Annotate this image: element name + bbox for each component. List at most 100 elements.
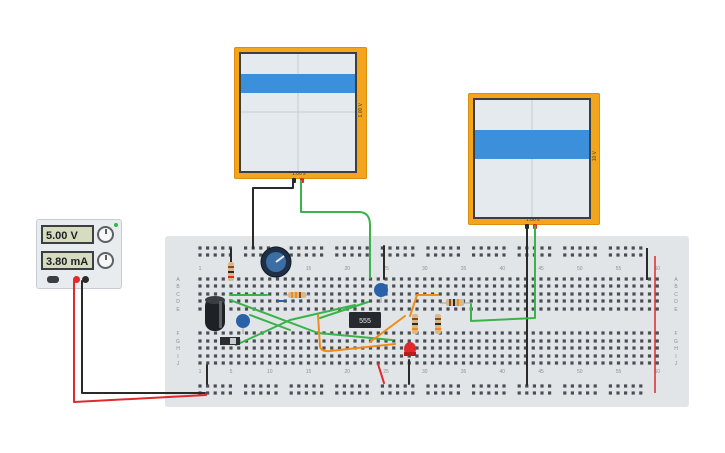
breadboard-hole[interactable] (616, 307, 621, 311)
breadboard-hole[interactable] (479, 253, 483, 257)
breadboard-hole[interactable] (198, 331, 202, 335)
breadboard-hole[interactable] (392, 361, 396, 365)
breadboard-hole[interactable] (639, 384, 643, 388)
breadboard-hole[interactable] (252, 346, 256, 350)
breadboard-hole[interactable] (485, 331, 489, 335)
breadboard-hole[interactable] (469, 284, 473, 288)
breadboard-hole[interactable] (585, 331, 590, 335)
breadboard-hole[interactable] (415, 361, 419, 365)
breadboard-hole[interactable] (380, 246, 384, 250)
breadboard-hole[interactable] (593, 384, 597, 388)
breadboard-hole[interactable] (531, 299, 535, 303)
breadboard-hole[interactable] (562, 354, 566, 358)
breadboard-hole[interactable] (438, 277, 442, 281)
breadboard-hole[interactable] (314, 277, 318, 281)
breadboard-hole[interactable] (260, 277, 264, 281)
breadboard-hole[interactable] (376, 331, 380, 335)
breadboard-hole[interactable] (430, 277, 435, 281)
breadboard-hole[interactable] (454, 277, 458, 281)
breadboard-hole[interactable] (461, 277, 466, 281)
breadboard-hole[interactable] (516, 346, 520, 350)
breadboard-hole[interactable] (403, 253, 407, 257)
breadboard-hole[interactable] (461, 339, 466, 343)
breadboard-hole[interactable] (456, 253, 460, 257)
breadboard-hole[interactable] (206, 346, 210, 350)
breadboard-hole[interactable] (365, 253, 369, 257)
breadboard-hole[interactable] (616, 246, 620, 250)
breadboard-hole[interactable] (322, 339, 326, 343)
breadboard-hole[interactable] (492, 299, 497, 303)
negative-terminal[interactable] (82, 276, 89, 283)
breadboard-hole[interactable] (540, 391, 544, 395)
breadboard-hole[interactable] (314, 339, 318, 343)
breadboard-hole[interactable] (252, 284, 256, 288)
positive-terminal[interactable] (73, 276, 80, 283)
breadboard-hole[interactable] (345, 346, 349, 350)
breadboard-hole[interactable] (585, 292, 590, 296)
breadboard-hole[interactable] (237, 307, 241, 311)
breadboard-hole[interactable] (485, 354, 489, 358)
breadboard-hole[interactable] (423, 284, 427, 288)
breadboard-hole[interactable] (548, 253, 552, 257)
breadboard-hole[interactable] (531, 331, 535, 335)
breadboard-hole[interactable] (494, 384, 498, 388)
breadboard-hole[interactable] (384, 339, 388, 343)
breadboard-hole[interactable] (631, 384, 635, 388)
breadboard-hole[interactable] (547, 346, 551, 350)
breadboard-hole[interactable] (485, 361, 489, 365)
breadboard-hole[interactable] (570, 253, 574, 257)
breadboard-hole[interactable] (330, 354, 334, 358)
breadboard-hole[interactable] (337, 292, 342, 296)
breadboard-hole[interactable] (616, 391, 620, 395)
breadboard-hole[interactable] (275, 307, 280, 311)
breadboard-hole[interactable] (388, 246, 392, 250)
wire-red-supply[interactable] (73, 280, 207, 403)
breadboard-hole[interactable] (229, 346, 233, 350)
breadboard-hole[interactable] (206, 331, 210, 335)
breadboard-hole[interactable] (213, 354, 218, 358)
breadboard-hole[interactable] (237, 277, 241, 281)
breadboard-hole[interactable] (198, 299, 202, 303)
breadboard-hole[interactable] (624, 307, 628, 311)
breadboard-hole[interactable] (268, 299, 272, 303)
breadboard-hole[interactable] (469, 331, 473, 335)
breadboard-hole[interactable] (244, 246, 248, 250)
breadboard-hole[interactable] (578, 307, 582, 311)
breadboard-hole[interactable] (469, 339, 473, 343)
breadboard-hole[interactable] (438, 284, 442, 288)
breadboard-hole[interactable] (477, 346, 481, 350)
breadboard-hole[interactable] (260, 299, 264, 303)
breadboard-hole[interactable] (392, 277, 396, 281)
breadboard-hole[interactable] (252, 331, 256, 335)
breadboard-hole[interactable] (342, 391, 346, 395)
breadboard-hole[interactable] (632, 339, 636, 343)
breadboard-hole[interactable] (454, 339, 458, 343)
breadboard-hole[interactable] (291, 339, 295, 343)
breadboard-hole[interactable] (283, 331, 287, 335)
breadboard-hole[interactable] (304, 391, 308, 395)
breadboard-hole[interactable] (461, 292, 466, 296)
breadboard-hole[interactable] (531, 346, 535, 350)
breadboard-hole[interactable] (624, 346, 628, 350)
breadboard-hole[interactable] (380, 384, 384, 388)
breadboard-hole[interactable] (508, 354, 512, 358)
breadboard-hole[interactable] (593, 284, 597, 288)
breadboard-hole[interactable] (517, 384, 521, 388)
breadboard-hole[interactable] (523, 307, 528, 311)
breadboard-hole[interactable] (368, 361, 373, 365)
breadboard-hole[interactable] (585, 354, 590, 358)
breadboard-hole[interactable] (312, 253, 316, 257)
breadboard-hole[interactable] (616, 292, 621, 296)
breadboard-hole[interactable] (399, 361, 404, 365)
breadboard-hole[interactable] (461, 361, 466, 365)
breadboard-hole[interactable] (632, 346, 636, 350)
breadboard-hole[interactable] (485, 284, 489, 288)
breadboard-hole[interactable] (299, 339, 303, 343)
breadboard-hole[interactable] (388, 391, 392, 395)
breadboard-hole[interactable] (314, 361, 318, 365)
breadboard-hole[interactable] (380, 253, 384, 257)
breadboard-hole[interactable] (477, 292, 481, 296)
breadboard-hole[interactable] (570, 331, 574, 335)
breadboard-hole[interactable] (500, 284, 504, 288)
breadboard-hole[interactable] (492, 307, 497, 311)
